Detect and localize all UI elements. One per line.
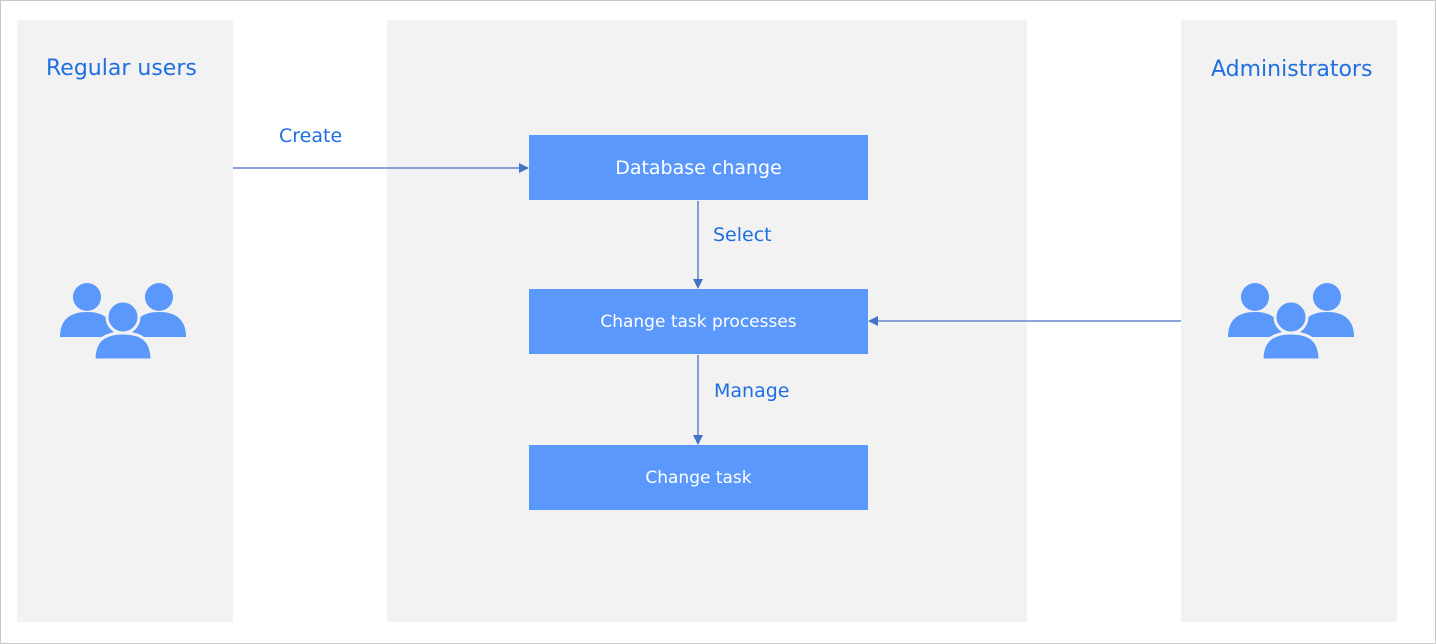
database-change-label: Database change: [615, 156, 782, 179]
users-group-icon: [60, 283, 186, 362]
administrators-title: Administrators: [1211, 57, 1373, 82]
change-task-processes-node: Change task processes: [529, 289, 868, 354]
users-group-icon: [1228, 283, 1354, 362]
change-task-node: Change task: [529, 445, 868, 510]
manage-edge-label: Manage: [714, 380, 790, 402]
regular-users-title: Regular users: [46, 56, 197, 81]
change-task-label: Change task: [645, 467, 752, 488]
database-change-node: Database change: [529, 135, 868, 200]
change-task-processes-label: Change task processes: [600, 311, 797, 332]
create-edge-label: Create: [279, 125, 343, 147]
select-edge-label: Select: [713, 224, 772, 246]
